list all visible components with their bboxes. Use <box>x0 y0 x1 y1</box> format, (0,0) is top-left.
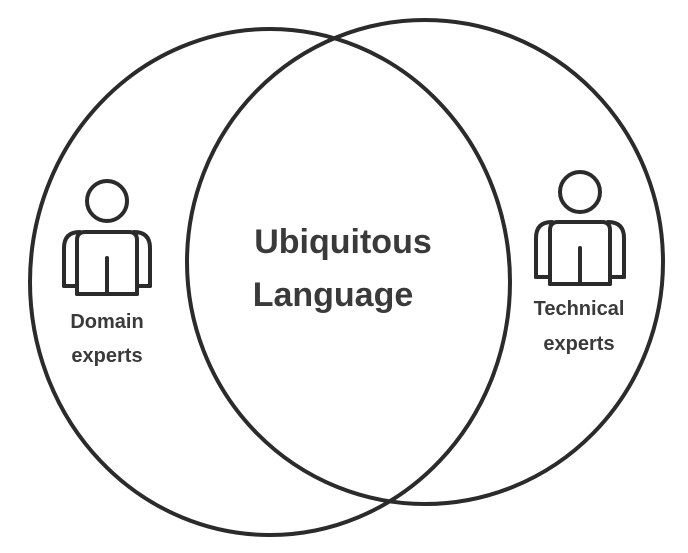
center-label-line1: Ubiquitous <box>254 223 432 261</box>
technical-expert-person-icon <box>534 170 626 286</box>
technical-experts-label-line1: Technical <box>534 298 625 320</box>
domain-experts-label-line2: experts <box>71 345 142 367</box>
center-label-line2: Language <box>253 276 414 314</box>
technical-experts-label-line2: experts <box>543 333 614 355</box>
left-circle <box>28 27 512 537</box>
domain-experts-label-line1: Domain <box>70 311 143 333</box>
right-circle <box>185 18 665 506</box>
domain-expert-person-icon <box>62 179 152 296</box>
